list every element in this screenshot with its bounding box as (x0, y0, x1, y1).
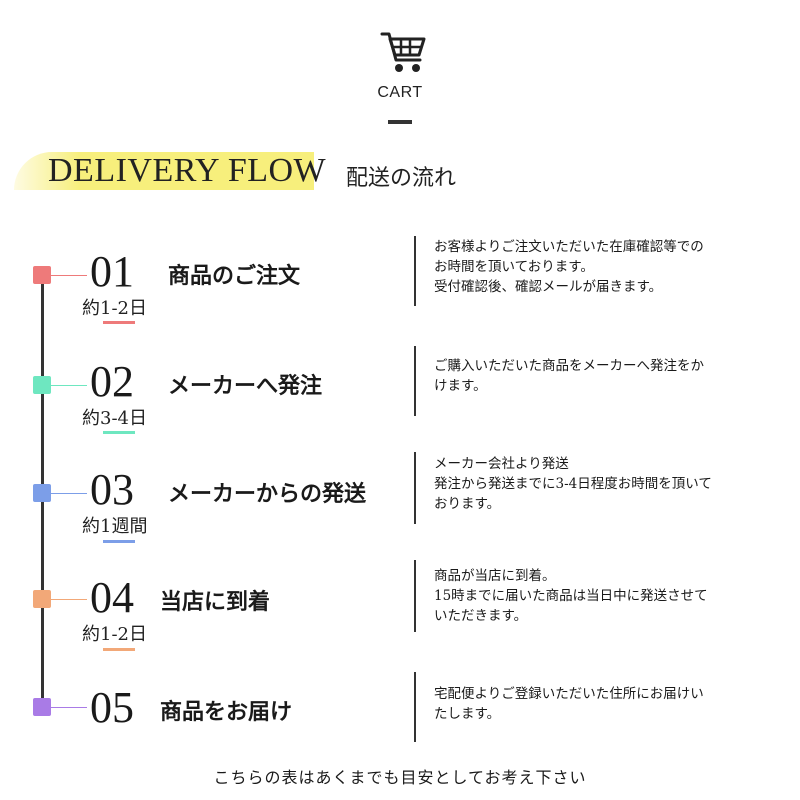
step-marker (33, 376, 51, 394)
desc-line: ご購入いただいた商品をメーカーへ発注をか (434, 358, 704, 374)
desc-line: 15時までに届いた商品は当日中に発送させて (434, 588, 708, 604)
desc-line: いただきます。 (434, 608, 528, 624)
desc-line: けます。 (434, 378, 487, 394)
step-number: 02 (90, 357, 134, 406)
section-subtitle: 配送の流れ (346, 166, 457, 191)
step-description: ご購入いただいた商品をメーカーへ発注をか けます。 (434, 356, 774, 396)
step-title: 商品をお届け (160, 699, 293, 725)
step-duration: 約3-4日 (82, 408, 147, 429)
section-title: DELIVERY FLOW (48, 152, 327, 189)
step-divider (414, 560, 416, 632)
step-divider (414, 236, 416, 306)
step-duration: 約1-2日 (82, 298, 147, 319)
duration-underline (103, 540, 135, 543)
step-description: 商品が当店に到着。 15時までに届いた商品は当日中に発送させて いただきます。 (434, 566, 774, 626)
step-duration: 約1-2日 (82, 624, 147, 645)
step-divider (414, 452, 416, 524)
step-number: 03 (90, 465, 134, 514)
step-description: 宅配便よりご登録いただいた住所にお届けい たします。 (434, 684, 774, 724)
step-number: 04 (90, 573, 134, 622)
step-title: メーカーへ発注 (168, 373, 323, 399)
step-title: 商品のご注文 (168, 263, 301, 289)
title-highlight (14, 152, 314, 190)
duration-underline (103, 431, 135, 434)
desc-line: 受付確認後、確認メールが届きます。 (434, 279, 663, 295)
step-marker (33, 698, 51, 716)
step-duration: 約1週間 (82, 516, 148, 537)
duration-underline (103, 648, 135, 651)
step-number: 05 (90, 683, 134, 732)
duration-underline (103, 321, 135, 324)
step-description: メーカー会社より発送 発注から発送までに3-4日程度お時間を頂いて おります。 (434, 454, 774, 514)
cart-label: CART (377, 84, 423, 101)
step-connector (51, 385, 87, 386)
step-title: メーカーからの発送 (168, 481, 367, 507)
step-connector (51, 707, 87, 708)
step-marker (33, 266, 51, 284)
step-connector (51, 599, 87, 600)
desc-line: 商品が当店に到着。 (434, 568, 556, 584)
desc-line: 宅配便よりご登録いただいた住所にお届けい (434, 686, 704, 702)
desc-line: 発注から発送までに3-4日程度お時間を頂いて (434, 476, 712, 492)
step-divider (414, 346, 416, 416)
step-connector (51, 493, 87, 494)
step-description: お客様よりご注文いただいた在庫確認等での お時間を頂いております。 受付確認後、… (434, 237, 774, 297)
step-marker (33, 590, 51, 608)
desc-line: たします。 (434, 706, 501, 722)
step-divider (414, 672, 416, 742)
step-connector (51, 275, 87, 276)
desc-line: お客様よりご注文いただいた在庫確認等での (434, 239, 704, 255)
footer-note: こちらの表はあくまでも目安としてお考え下さい (213, 768, 587, 787)
desc-line: メーカー会社より発送 (434, 456, 569, 472)
step-number: 01 (90, 247, 134, 296)
desc-line: おります。 (434, 496, 501, 512)
step-marker (33, 484, 51, 502)
step-title: 当店に到着 (160, 589, 271, 615)
cart-icon (380, 32, 426, 72)
desc-line: お時間を頂いております。 (434, 259, 594, 275)
cart-divider (388, 120, 412, 124)
